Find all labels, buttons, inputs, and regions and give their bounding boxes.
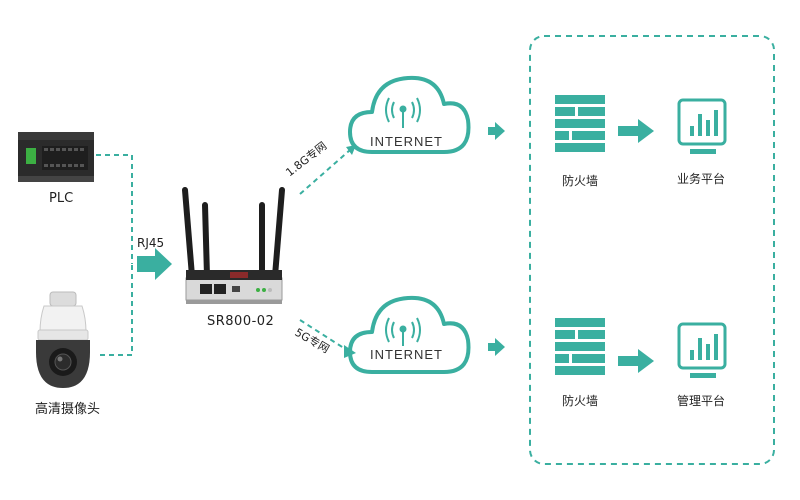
camera-link-line xyxy=(100,264,133,356)
firewall-top-label: 防火墙 xyxy=(562,174,599,188)
router-icon xyxy=(182,187,285,304)
monitor-chart-icon xyxy=(677,322,727,378)
platform-bottom-label: 管理平台 xyxy=(677,394,726,408)
rj45-label: RJ45 xyxy=(137,236,165,250)
firewall-icon xyxy=(555,95,605,152)
cloud-bottom-label: INTERNET xyxy=(370,347,443,362)
cloud-icon xyxy=(348,295,471,374)
camera-label: 高清摄像头 xyxy=(35,402,101,417)
firewall-icon xyxy=(555,318,605,375)
platform-top-label: 业务平台 xyxy=(677,172,726,186)
arrow-icon xyxy=(488,122,505,140)
link-bottom-line xyxy=(299,319,351,353)
plc-label: PLC xyxy=(49,191,74,206)
arrow-icon xyxy=(618,119,654,143)
signal-icon xyxy=(385,97,421,128)
cloud-icon xyxy=(348,75,471,154)
plc-link-line xyxy=(96,154,133,264)
dome-camera-icon xyxy=(36,291,90,388)
cloud-top-label: INTERNET xyxy=(370,134,443,149)
signal-icon xyxy=(385,317,421,346)
monitor-chart-icon xyxy=(677,98,727,154)
arrow-icon xyxy=(488,338,505,356)
plc-device-icon xyxy=(18,132,94,182)
firewall-bottom-label: 防火墙 xyxy=(562,394,599,408)
router-label: SR800-02 xyxy=(207,314,275,329)
arrow-icon xyxy=(618,349,654,373)
link-top-line xyxy=(299,149,351,195)
rj45-arrow-icon xyxy=(137,248,172,280)
